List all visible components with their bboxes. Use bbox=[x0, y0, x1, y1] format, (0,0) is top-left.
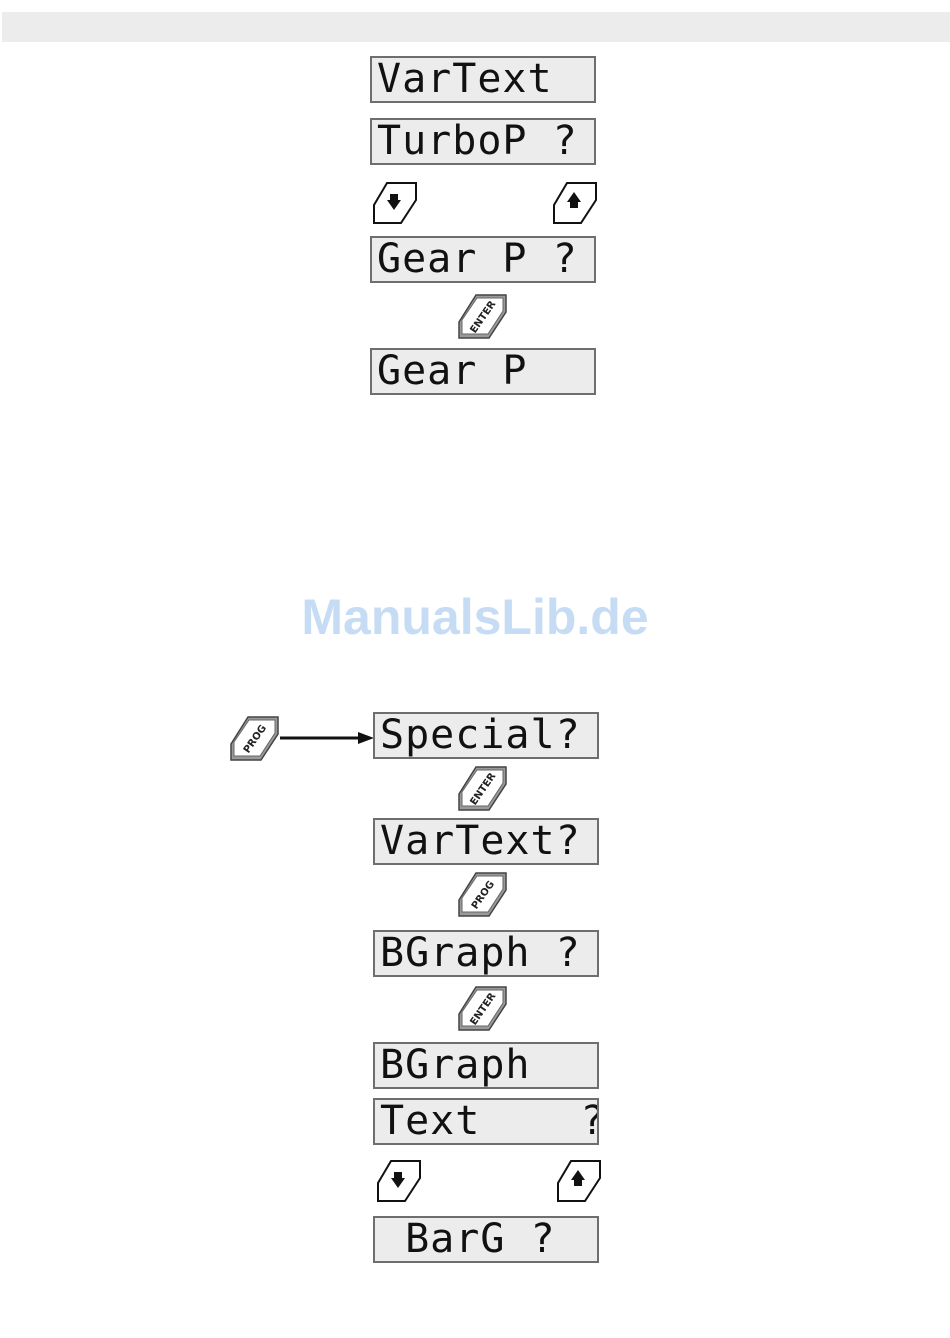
prog-key-icon[interactable]: PROG bbox=[228, 714, 282, 762]
lcd-display: BGraph bbox=[373, 1042, 599, 1089]
lcd-display: Text ? bbox=[373, 1098, 599, 1145]
up-key-icon[interactable] bbox=[554, 1158, 604, 1204]
arrow-right-icon bbox=[280, 728, 376, 748]
lcd-display: VarText bbox=[370, 56, 596, 103]
prog-key-icon[interactable]: PROG bbox=[456, 870, 510, 918]
enter-key-icon[interactable]: ENTER bbox=[456, 292, 510, 340]
lcd-display: BGraph ? bbox=[373, 930, 599, 977]
lcd-display: TurboP ? bbox=[370, 118, 596, 165]
down-key-icon[interactable] bbox=[374, 1158, 424, 1204]
watermark: ManualsLib.de bbox=[0, 588, 950, 646]
up-key-icon[interactable] bbox=[550, 180, 600, 226]
lcd-display: BarG ? bbox=[373, 1216, 599, 1263]
lcd-display: Special? bbox=[373, 712, 599, 759]
lcd-display: VarText? bbox=[373, 818, 599, 865]
lcd-display: Gear P ? bbox=[370, 236, 596, 283]
down-key-icon[interactable] bbox=[370, 180, 420, 226]
enter-key-icon[interactable]: ENTER bbox=[456, 984, 510, 1032]
enter-key-icon[interactable]: ENTER bbox=[456, 764, 510, 812]
lcd-display: Gear P bbox=[370, 348, 596, 395]
top-bar bbox=[2, 12, 950, 42]
